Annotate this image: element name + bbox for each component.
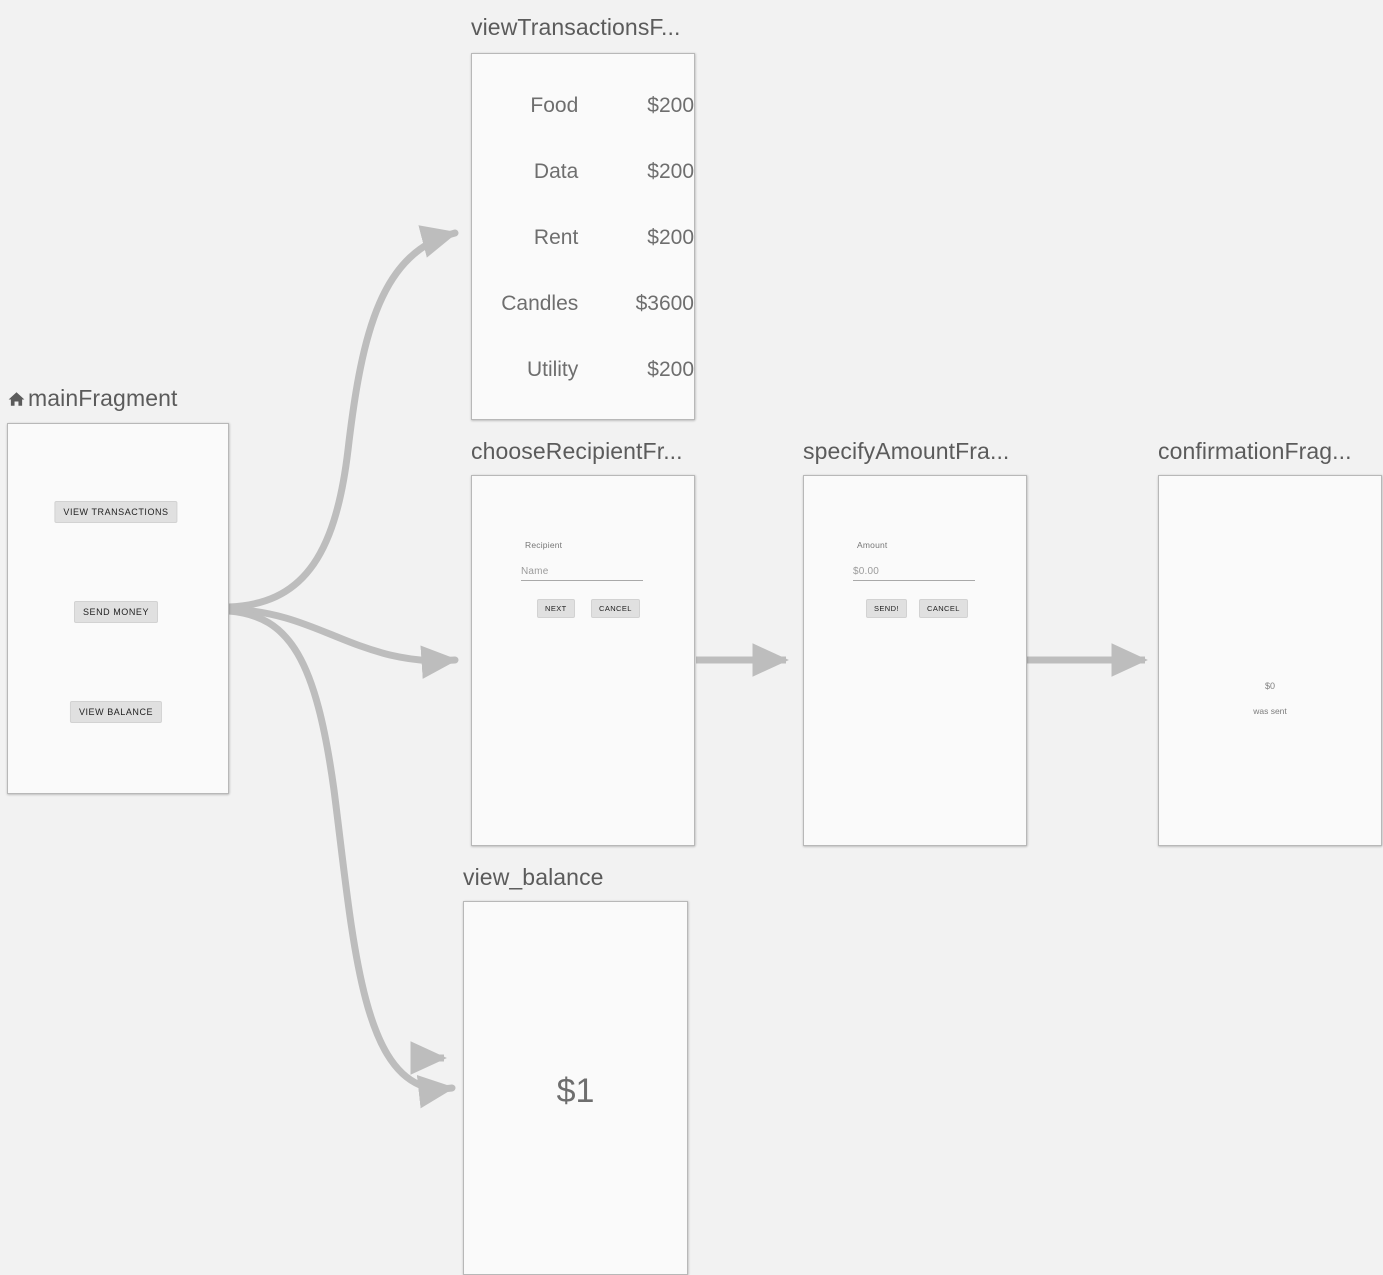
transaction-name: Food — [530, 94, 579, 117]
destination-panel-mainfragment[interactable]: VIEW TRANSACTIONS SEND MONEY VIEW BALANC… — [7, 423, 229, 794]
transaction-row: Utility $200 — [472, 355, 694, 385]
destination-label-viewbalance: view_balance — [463, 864, 604, 891]
destination-label-viewtransactions: viewTransactionsF... — [471, 14, 681, 41]
destination-name-chooserecipient: chooseRecipientFr... — [471, 438, 683, 464]
send-money-button[interactable]: SEND MONEY — [73, 601, 159, 623]
destination-name-viewbalance: view_balance — [463, 864, 604, 890]
transaction-row: Candles $3600 — [472, 289, 694, 319]
destination-label-specifyamount: specifyAmountFra... — [803, 438, 1009, 465]
destination-panel-confirmation[interactable]: $0 was sent — [1158, 475, 1382, 846]
next-button[interactable]: NEXT — [537, 599, 575, 618]
balance-amount: $1 — [556, 1072, 595, 1110]
destination-label-confirmation: confirmationFrag... — [1158, 438, 1352, 465]
transaction-amount: $200 — [647, 160, 694, 183]
destination-panel-viewbalance[interactable]: $1 — [463, 901, 688, 1275]
connector-main-to-chooserecipient — [225, 605, 459, 679]
transaction-row: Rent $200 — [472, 223, 694, 253]
view-balance-button[interactable]: VIEW BALANCE — [69, 701, 163, 723]
cancel-button[interactable]: CANCEL — [591, 599, 640, 618]
transaction-amount: $200 — [647, 226, 694, 249]
recipient-name-input[interactable]: Name — [521, 566, 643, 581]
cancel-button[interactable]: CANCEL — [919, 599, 968, 618]
destination-name-viewtransactions: viewTransactionsF... — [471, 14, 681, 40]
transaction-row: Food $200 — [472, 91, 694, 121]
destination-name-specifyamount: specifyAmountFra... — [803, 438, 1010, 464]
amount-input[interactable]: $0.00 — [853, 566, 975, 581]
connector-main-to-viewbalance — [225, 607, 456, 1109]
home-icon — [7, 387, 26, 414]
destination-label-chooserecipient: chooseRecipientFr... — [471, 438, 683, 465]
transaction-name: Candles — [501, 292, 579, 315]
connector-main-to-viewtransactions — [225, 225, 459, 611]
destination-panel-chooserecipient[interactable]: Recipient Name NEXT CANCEL — [471, 475, 695, 846]
transaction-amount: $200 — [647, 358, 694, 381]
view-transactions-button[interactable]: VIEW TRANSACTIONS — [54, 501, 178, 523]
transaction-name: Data — [533, 160, 579, 183]
transaction-name: Rent — [533, 226, 579, 249]
transaction-amount: $200 — [647, 94, 694, 117]
destination-name-confirmation: confirmationFrag... — [1158, 438, 1352, 464]
destination-panel-viewtransactions[interactable]: Food $200 Data $200 Rent $200 Candles $3… — [471, 53, 695, 420]
confirmation-amount: $0 — [1264, 681, 1275, 691]
destination-label-mainfragment: mainFragment — [7, 385, 177, 414]
recipient-field-label: Recipient — [525, 540, 563, 550]
confirmation-message: was sent — [1253, 706, 1287, 716]
destination-panel-specifyamount[interactable]: Amount $0.00 SEND! CANCEL — [803, 475, 1027, 846]
transaction-name: Utility — [526, 358, 579, 381]
send-button[interactable]: SEND! — [866, 599, 907, 618]
transaction-row: Data $200 — [472, 157, 694, 187]
transaction-amount: $3600 — [635, 292, 694, 315]
amount-field-label: Amount — [857, 540, 888, 550]
destination-name-mainfragment: mainFragment — [28, 385, 178, 411]
